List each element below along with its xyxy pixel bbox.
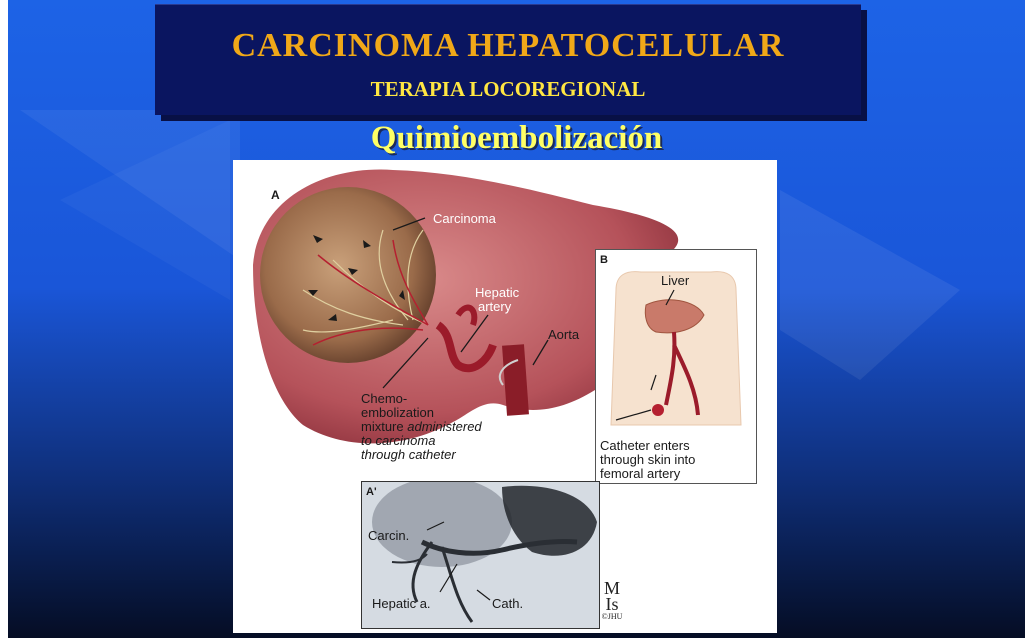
panel-a-prime-letter: A' — [366, 485, 377, 499]
chemo-line2: embolization — [361, 406, 482, 420]
slide-title: CARCINOMA HEPATOCELULAR — [155, 27, 861, 65]
hepatic-artery-label-line1: Hepatic — [475, 286, 519, 300]
medical-illustration: A Carcinoma Hepatic artery Aorta Chemo- … — [233, 160, 777, 633]
hepatic-artery-label-line2: artery — [478, 300, 511, 314]
panel-a-prime-angiogram: A' Carcin. Hepatic a. Cath. — [361, 481, 600, 629]
chemo-line5: through catheter — [361, 448, 482, 462]
catheter-caption-line3: femoral artery — [600, 467, 680, 481]
chemo-line3-italic: administered — [407, 419, 481, 434]
catheter-caption-line2: through skin into — [600, 453, 695, 467]
cath-label: Cath. — [492, 597, 523, 611]
chemo-line3: mixture administered — [361, 420, 482, 434]
carcin-label: Carcin. — [368, 529, 409, 543]
carcinoma-label: Carcinoma — [433, 212, 496, 226]
aorta-label: Aorta — [548, 328, 579, 342]
chemo-line4: to carcinoma — [361, 434, 482, 448]
slide-subtitle: TERAPIA LOCOREGIONAL — [155, 77, 861, 102]
panel-b-body-diagram: B Liver Catheter enters through skin int… — [595, 249, 757, 484]
title-banner: CARCINOMA HEPATOCELULAR TERAPIA LOCOREGI… — [155, 4, 861, 115]
chemo-line1: Chemo- — [361, 392, 482, 406]
slide-heading: Quimioembolización — [0, 120, 1033, 157]
logo-line2: Is — [599, 596, 625, 612]
chemo-line3-normal: mixture — [361, 419, 407, 434]
panel-a-letter: A — [271, 188, 280, 202]
mis-logo: M Is ©JHU — [599, 580, 625, 621]
panel-b-letter: B — [600, 253, 608, 267]
hepatic-a-label: Hepatic a. — [372, 597, 431, 611]
chemoembolization-caption: Chemo- embolization mixture administered… — [361, 392, 482, 462]
liver-label: Liver — [661, 274, 689, 288]
catheter-caption-line1: Catheter enters — [600, 439, 690, 453]
logo-line3: ©JHU — [599, 612, 625, 621]
